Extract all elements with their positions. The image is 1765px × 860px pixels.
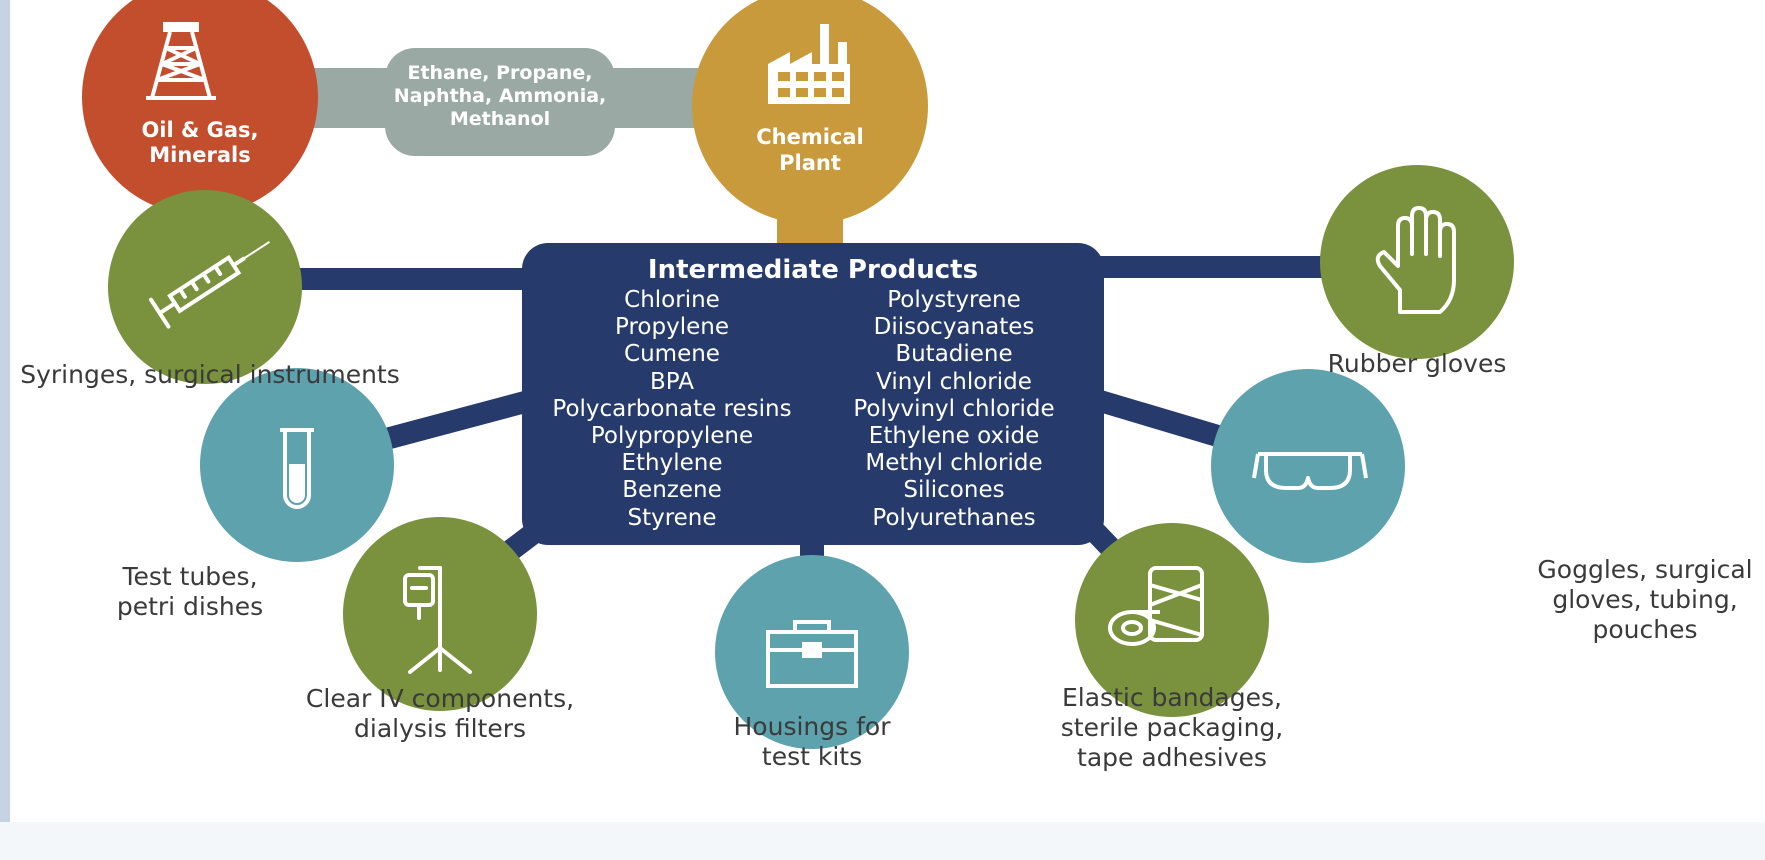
intermediate-product: Ethylene bbox=[621, 450, 723, 477]
left-edge-band bbox=[0, 0, 10, 860]
intermediate-product: Silicones bbox=[903, 477, 1005, 504]
iv-stand-icon bbox=[403, 566, 472, 674]
factory-icon bbox=[768, 24, 850, 104]
glove-icon bbox=[1375, 206, 1456, 314]
intermediate-products-box: Intermediate Products Chlorine Propylene… bbox=[522, 243, 1104, 545]
gloves-label: Rubber gloves bbox=[1327, 349, 1507, 378]
intermediate-product: Benzene bbox=[622, 477, 722, 504]
intermediate-product: Propylene bbox=[615, 314, 729, 341]
chemical-plant-label: Chemical Plant bbox=[756, 125, 864, 175]
bandages-circle bbox=[1075, 523, 1269, 717]
goggles-label: Goggles, surgical gloves, tubing, pouche… bbox=[1537, 555, 1753, 644]
oil-derrick-icon bbox=[146, 22, 216, 100]
plant-link-bar bbox=[600, 68, 710, 128]
feedstock-capsule bbox=[385, 48, 615, 156]
intermediate-product: Butadiene bbox=[895, 341, 1013, 368]
intermediate-product: Methyl chloride bbox=[865, 450, 1043, 477]
intermediate-product: Chlorine bbox=[624, 287, 720, 313]
iv-label: Clear IV components, dialysis filters bbox=[305, 684, 575, 743]
intermediate-products-left-column: Chlorine Propylene Cumene BPA Polycarbon… bbox=[522, 287, 822, 532]
intermediate-product: Vinyl chloride bbox=[876, 368, 1032, 395]
syringe-icon bbox=[149, 241, 270, 329]
housings-label: Housings for test kits bbox=[733, 712, 891, 771]
intermediate-product: Polycarbonate resins bbox=[552, 395, 792, 422]
intermediate-product: Ethylene oxide bbox=[868, 423, 1040, 450]
goggles-icon bbox=[1252, 452, 1368, 490]
intermediate-products-right-column: Polystyrene Diisocyanates Butadiene Viny… bbox=[804, 287, 1104, 532]
feedstock-label: Ethane, Propane, Naphtha, Ammonia, Metha… bbox=[393, 62, 607, 130]
intermediate-product: Polyvinyl chloride bbox=[853, 395, 1055, 422]
test-tube-icon bbox=[280, 428, 314, 509]
intermediate-product: Styrene bbox=[627, 504, 717, 531]
syringes-label: Syringes, surgical instruments bbox=[20, 360, 400, 389]
intermediate-product: BPA bbox=[650, 368, 694, 395]
gloves-circle bbox=[1320, 165, 1514, 359]
intermediate-product: Polystyrene bbox=[887, 287, 1021, 313]
intermediate-product: Polyurethanes bbox=[872, 504, 1036, 531]
oil-gas-label: Oil & Gas, Minerals bbox=[141, 118, 259, 167]
bandage-icon bbox=[1108, 566, 1204, 646]
goggles-circle bbox=[1211, 369, 1405, 563]
chemical-plant-circle bbox=[692, 0, 928, 224]
intermediate-product: Cumene bbox=[624, 341, 720, 368]
oil-gas-circle bbox=[82, 0, 318, 215]
bandages-label: Elastic bandages, sterile packaging, tap… bbox=[1060, 683, 1284, 772]
intermediate-product: Diisocyanates bbox=[873, 314, 1035, 341]
intermediate-products-title: Intermediate Products bbox=[647, 255, 979, 285]
toolbox-icon bbox=[766, 620, 858, 688]
intermediate-product: Polypropylene bbox=[590, 423, 754, 450]
bottom-edge-band bbox=[0, 822, 1765, 860]
test-tubes-label: Test tubes, petri dishes bbox=[116, 562, 264, 621]
syringes-circle bbox=[108, 190, 302, 384]
